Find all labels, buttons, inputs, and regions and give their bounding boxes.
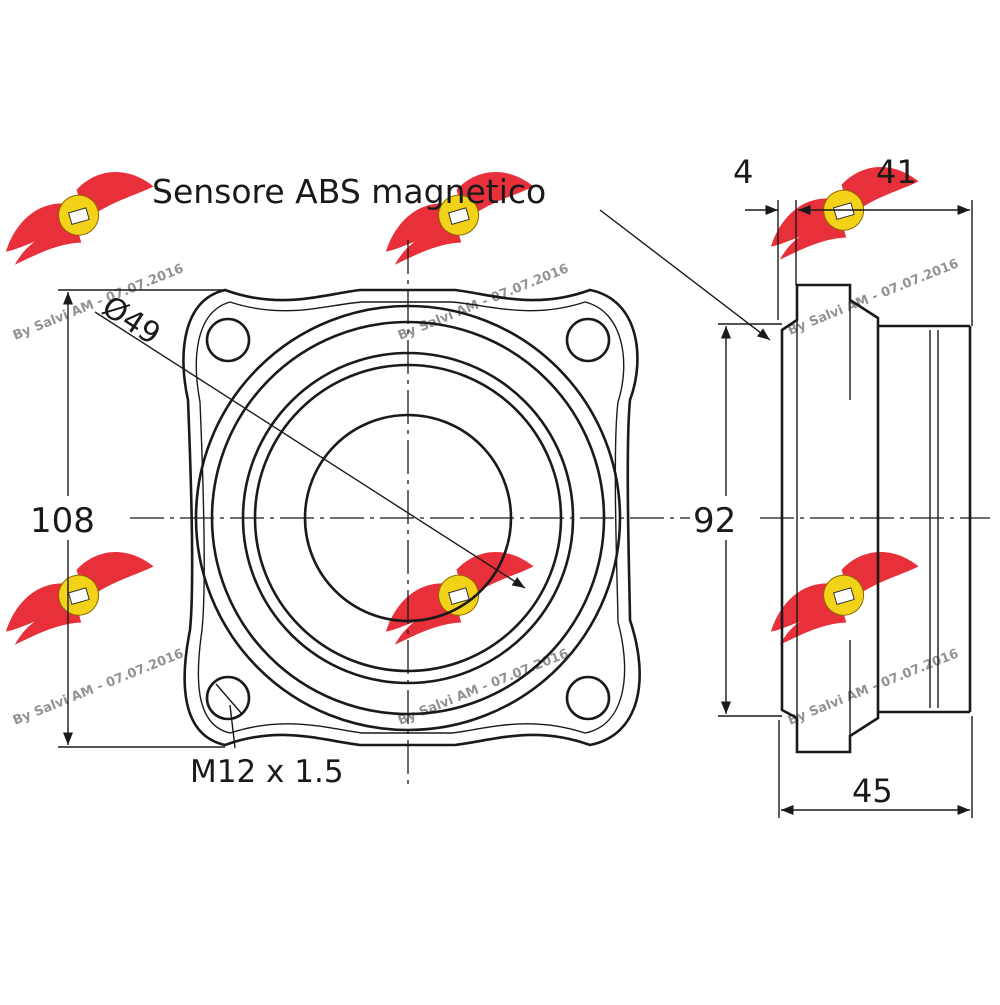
bolt-hole xyxy=(205,317,251,363)
watermark-stamp: By Salvi AM - 07.07.2016 xyxy=(786,646,961,728)
bolt-hole xyxy=(205,675,251,721)
bolt-thread-mark xyxy=(215,683,243,715)
watermark-logo-icon xyxy=(372,540,545,647)
flange-inner-outline xyxy=(195,301,626,734)
flange-outline xyxy=(182,288,641,747)
watermark-layer: By Salvi AM - 07.07.2016 By Salvi AM - 0… xyxy=(0,155,961,729)
dim-bottom-width: 45 xyxy=(852,772,893,810)
thread-leader xyxy=(229,704,236,749)
diameter-leader xyxy=(94,311,526,589)
sensor-label: Sensore ABS magnetico xyxy=(152,172,546,211)
front-view: Ø49 108 M12 x 1.5 xyxy=(28,240,700,790)
bolt-hole xyxy=(565,675,611,721)
dim-top-small: 4 xyxy=(733,153,753,191)
bolt-hole xyxy=(565,317,611,363)
watermark-logo-icon xyxy=(0,540,165,647)
side-view: 92 4 41 45 xyxy=(690,153,990,818)
thread-label: M12 x 1.5 xyxy=(190,754,344,790)
watermark-stamp: By Salvi AM - 07.07.2016 xyxy=(11,646,186,728)
bore-label: 92 xyxy=(693,501,736,541)
sensor-callout: Sensore ABS magnetico xyxy=(152,172,771,341)
dim-top-large: 41 xyxy=(876,153,917,191)
height-label: 108 xyxy=(30,501,95,541)
sensor-leader xyxy=(599,209,771,341)
watermark-logo-icon xyxy=(0,160,165,267)
